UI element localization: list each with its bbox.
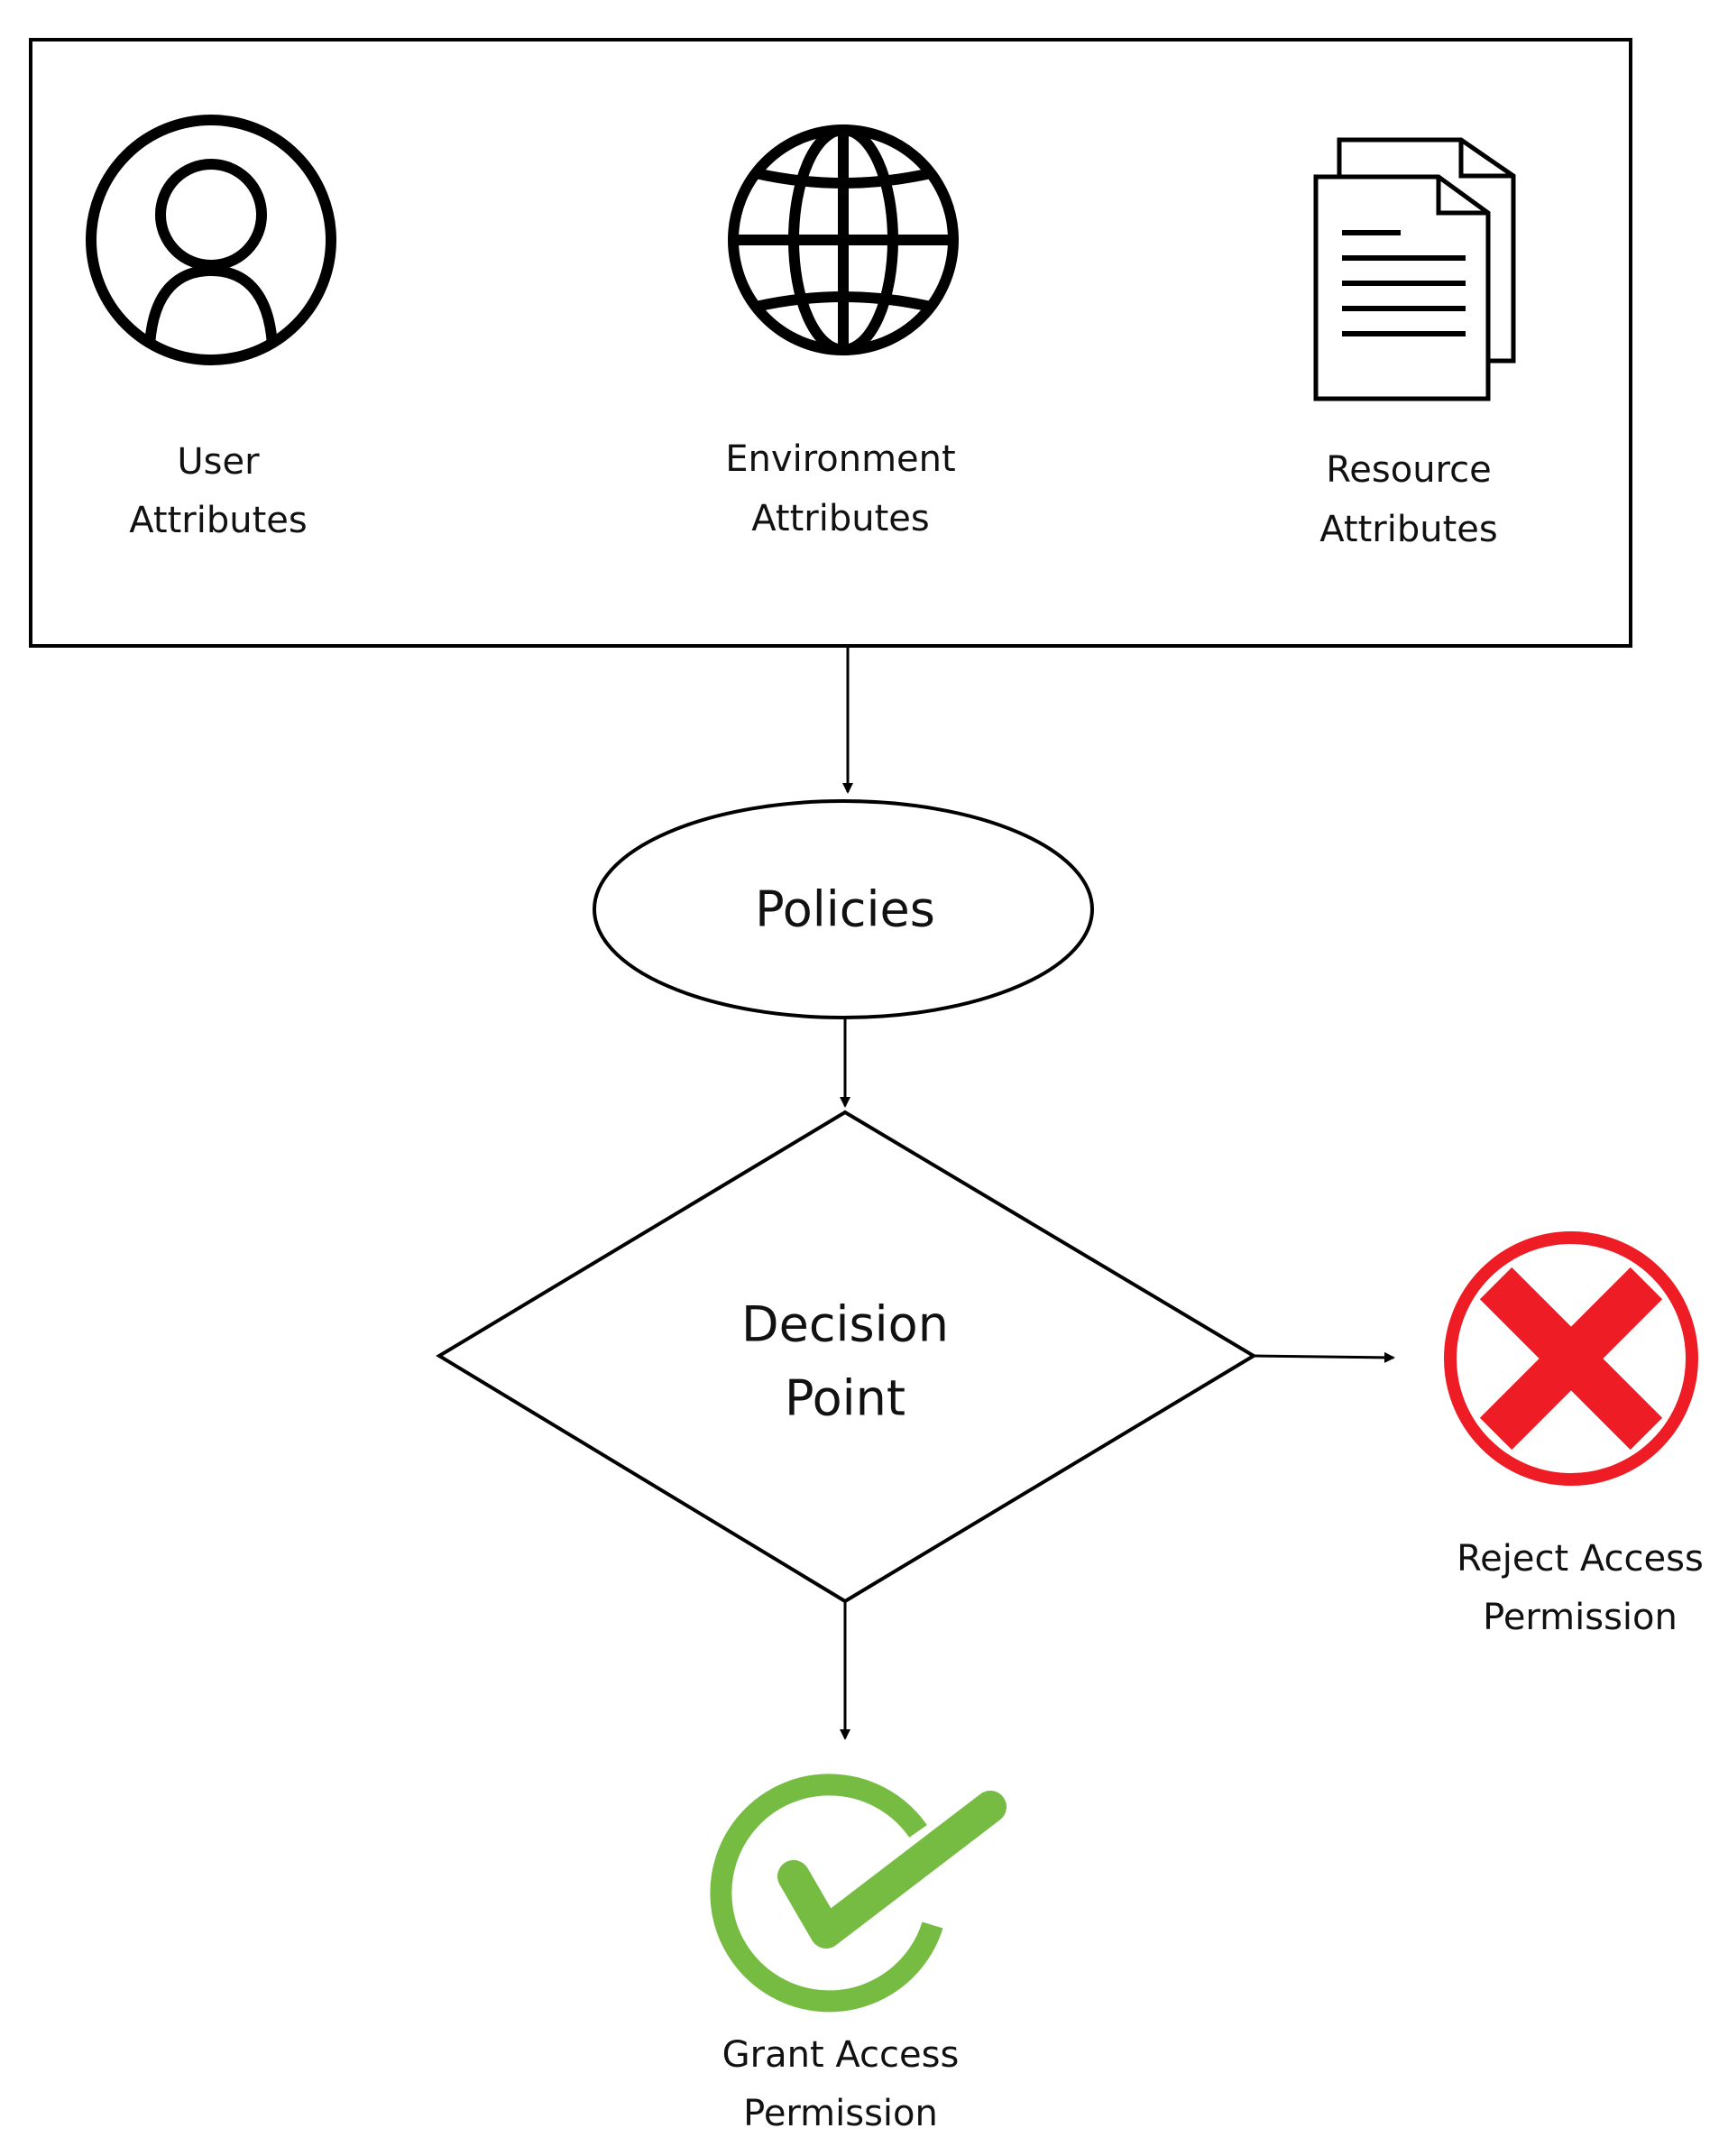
environment-attributes-label-line1: Environment <box>725 438 955 480</box>
user-attributes-label-line1: User <box>177 441 260 483</box>
decision-point-node <box>436 1110 1257 1604</box>
policies-node <box>593 799 1094 1019</box>
grant-label-line1: Grant Access <box>722 2034 960 2076</box>
resource-attributes-label-line2: Attributes <box>1319 509 1497 550</box>
user-attributes-label-line2: Attributes <box>129 500 307 541</box>
environment-attributes-label-line2: Attributes <box>751 498 929 539</box>
globe-icon <box>728 124 959 355</box>
resource-attributes-label-line1: Resource <box>1326 449 1491 491</box>
arrow-decision-to-reject <box>1253 1351 1395 1363</box>
grant-check-icon <box>710 1774 1007 2013</box>
documents-icon <box>1313 137 1516 401</box>
decision-point-label-line2: Point <box>785 1370 905 1427</box>
decision-point-label-line1: Decision <box>741 1296 949 1353</box>
reject-x-icon <box>1444 1231 1698 1486</box>
grant-label-line2: Permission <box>743 2093 938 2134</box>
reject-label-line2: Permission <box>1483 1597 1678 1638</box>
user-icon <box>86 115 336 365</box>
policies-label: Policies <box>755 881 935 938</box>
reject-label-line1: Reject Access <box>1457 1538 1704 1580</box>
